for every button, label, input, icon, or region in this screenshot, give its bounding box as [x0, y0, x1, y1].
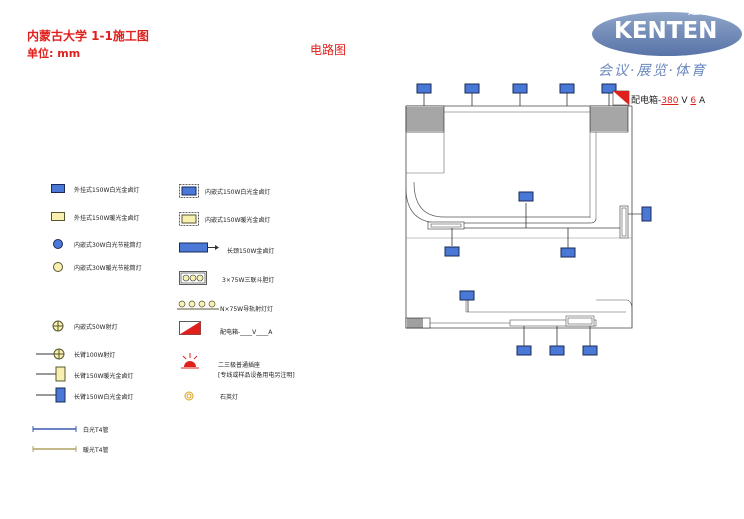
legend-label: 内嵌式150W暖光金卤灯 — [205, 217, 271, 224]
white-t4-tube-icon — [32, 426, 77, 432]
long-arm-150w-white-lamp-icon — [36, 387, 66, 403]
legend-label: 长臂150W白光金卤灯 — [74, 394, 134, 401]
lamp-icon — [601, 83, 617, 94]
external-150w-warm-lamp-icon — [51, 212, 65, 221]
long-arm-100w-spotlight-icon — [36, 348, 65, 360]
legend-label: 长臂100W射灯 — [74, 352, 116, 359]
distribution-box-icon — [612, 90, 630, 106]
drawing-subtitle: 电路图 — [310, 43, 347, 57]
lamp-icon — [459, 290, 475, 301]
lamp-icon — [516, 345, 532, 356]
recessed-150w-warm-lamp-icon — [179, 212, 199, 226]
circuit-floor-plan — [405, 83, 652, 356]
lamp-icon — [518, 191, 534, 202]
lamp-icon — [416, 83, 432, 94]
panel-voltage: 380 — [661, 96, 679, 106]
lamp-icon — [444, 246, 460, 257]
lamp-icon — [464, 83, 480, 94]
lamp-icon — [560, 247, 576, 258]
legend-label: 内嵌式30W白光节能筒灯 — [74, 242, 142, 249]
logo-brand-cn: 建筵 — [688, 6, 708, 17]
legend-label: 3×75W三联斗胆灯 — [222, 277, 275, 284]
kenten-logo: KENTEN 建筵 会议·展览·体育 — [592, 4, 744, 80]
socket-icon — [181, 353, 199, 369]
quartz-lamp-icon — [184, 391, 194, 401]
recessed-50w-spotlight-icon — [52, 320, 64, 332]
legend-label: 内嵌式150W白光金卤灯 — [205, 189, 271, 196]
unit-label: 单位: mm — [27, 47, 81, 60]
legend-label: 外挂式150W白光金卤灯 — [74, 187, 140, 194]
legend-label: N×75W导轨射灯灯 — [220, 306, 274, 313]
legend-label: 白光T4管 — [83, 427, 109, 434]
distribution-box-icon — [179, 321, 201, 335]
track-75w-spotlight-icon — [177, 300, 219, 310]
legend-label: 长颈150W金卤灯 — [227, 248, 275, 255]
recessed-150w-white-lamp-icon — [179, 184, 199, 198]
panel-v-unit: V — [681, 96, 688, 106]
warm-t4-tube-icon — [32, 446, 77, 452]
external-150w-white-lamp-icon — [51, 184, 65, 193]
lamp-icon — [582, 345, 598, 356]
logo-brand: KENTEN — [614, 18, 718, 44]
lamp-icon — [641, 206, 652, 222]
legend-label: 外挂式150W暖光金卤灯 — [74, 215, 140, 222]
bottom-tube-fixture — [509, 319, 597, 327]
lamp-icon — [512, 83, 528, 94]
panel-prefix: 配电箱- — [631, 96, 662, 106]
legend-label: 石英灯 — [220, 394, 239, 401]
logo-tagline: 会议·展览·体育 — [598, 63, 707, 79]
legend-label: 配电箱-____V____A — [220, 329, 273, 336]
triple-75w-grille-lamp-icon — [179, 271, 207, 285]
panel-amp: 6 — [690, 96, 697, 106]
legend-label: 二三极普通插座 — [218, 362, 261, 369]
long-arm-150w-warm-lamp-icon — [36, 366, 66, 382]
panel-a-unit: A — [698, 96, 706, 106]
logo-ellipse — [592, 12, 742, 56]
legend-label: [专线或样品设备用电另注明] — [218, 372, 295, 379]
distribution-box-label: 配电箱-380 V 6 A — [631, 93, 705, 106]
drawing-title: 内蒙古大学 1-1施工图 — [27, 29, 149, 43]
legend-label: 长臂150W暖光金卤灯 — [74, 373, 134, 380]
plan-outline — [405, 106, 633, 329]
long-neck-150w-lamp-icon — [179, 242, 219, 253]
hatch-block-top-left — [405, 105, 445, 133]
legend-label: 暖光T4管 — [83, 447, 109, 454]
lamp-icon — [549, 345, 565, 356]
lamp-icon — [559, 83, 575, 94]
recessed-30w-warm-downlight-icon — [53, 262, 63, 272]
recessed-30w-white-downlight-icon — [53, 239, 63, 249]
legend-label: 内嵌式50W射灯 — [74, 324, 118, 331]
legend-label: 内嵌式30W暖光节能筒灯 — [74, 265, 142, 272]
hatch-block-top-right — [589, 105, 629, 133]
